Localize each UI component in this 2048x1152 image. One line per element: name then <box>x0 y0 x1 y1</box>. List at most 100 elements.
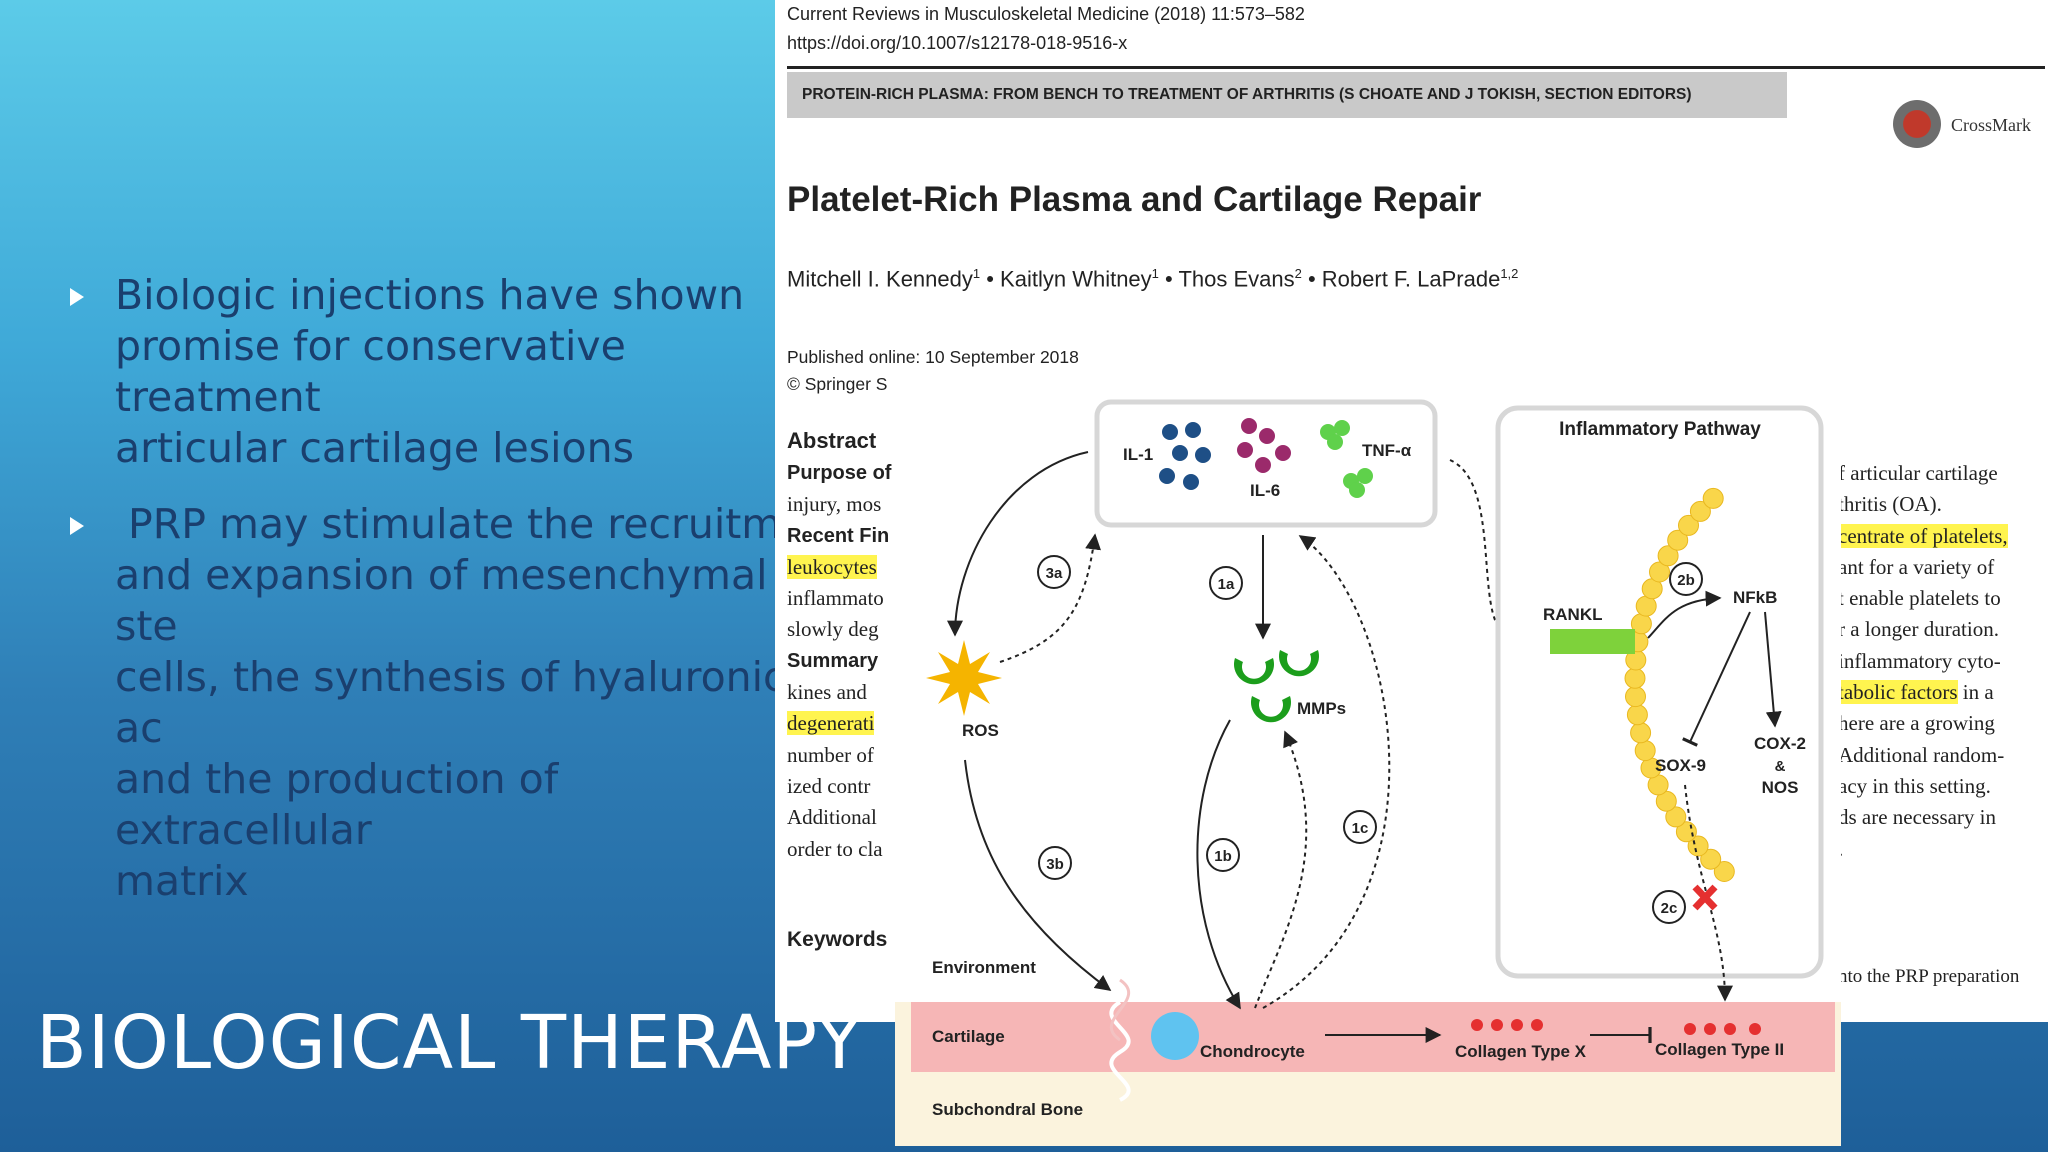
crossmark-icon <box>1893 100 1941 148</box>
abstract-line: Purpose of <box>787 458 891 489</box>
collagen-ii-label: Collagen Type II <box>1655 1040 1784 1059</box>
author-affiliation: 2 <box>1294 266 1302 281</box>
arrow-nfkb-inhibits-sox9 <box>1682 611 1751 747</box>
author-affiliation: 1 <box>1151 266 1159 281</box>
abstract-line: order to cla <box>787 834 891 865</box>
membrane-bead <box>1657 545 1679 567</box>
tnf-molecule-icon <box>1320 420 1373 498</box>
abstract-line-text: ds are necessary in <box>1838 805 1997 830</box>
section-bar: PROTEIN-RICH PLASMA: FROM BENCH TO TREAT… <box>787 72 1787 118</box>
abstract-line: r a longer duration. <box>1838 614 2038 645</box>
author-name: Kaitlyn Whitney <box>1000 266 1152 292</box>
abstract-line-text: inflammatory cyto- <box>1838 648 2001 673</box>
journal-line: Current Reviews in Musculoskeletal Medic… <box>787 4 1305 24</box>
cell-membrane <box>1624 487 1735 882</box>
abstract-line: t enable platelets to <box>1838 583 2038 614</box>
ros-burst-icon <box>926 640 1002 716</box>
arrow-1b <box>1196 719 1241 1010</box>
abstract-line-text: here are a growing <box>1838 711 1995 736</box>
membrane-bead <box>1626 704 1648 726</box>
abstract-line: injury, mos <box>787 489 891 520</box>
bullet-line: promise for conservative treatment <box>115 322 626 421</box>
step-2c-badge: 2c <box>1652 890 1686 924</box>
step-3b-badge: 3b <box>1038 846 1072 880</box>
membrane-bead <box>1624 667 1646 689</box>
membrane-bead <box>1625 686 1646 708</box>
author-separator: • <box>980 266 1001 292</box>
bullet-arrow-icon <box>70 288 84 306</box>
il6-molecule-icon <box>1237 418 1291 473</box>
block-x-icon <box>1692 884 1718 911</box>
il1-molecule-icon <box>1159 422 1211 490</box>
abstract-line: thritis (OA). <box>1838 489 2038 520</box>
abstract-line: f articular cartilage <box>1838 458 2038 489</box>
step-3a-badge: 3a <box>1037 555 1071 589</box>
arrow-rankl-to-nfkb <box>1647 590 1722 639</box>
rankl-receptor-icon <box>1550 629 1635 654</box>
abstract-line-text: Purpose of <box>787 462 892 484</box>
bullet-line: cells, the synthesis of hyaluronic ac <box>115 653 786 752</box>
abstract-line-text: Additional <box>787 805 877 830</box>
tnf-label: TNF-α <box>1362 441 1412 460</box>
abstract-line: inflammatory cyto- <box>1838 646 2038 677</box>
abstract-line-text: order to cla <box>787 836 883 861</box>
abstract-line-text: Summary <box>787 649 879 672</box>
il1-label: IL-1 <box>1123 445 1153 464</box>
membrane-bead <box>1649 561 1670 583</box>
slide-bullet: Biologic injections have shown promise f… <box>70 270 790 474</box>
svg-text:3b: 3b <box>1046 856 1064 873</box>
mmps-label: MMPs <box>1297 699 1346 718</box>
abstract-line-text: r a longer duration. <box>1838 617 1999 642</box>
crossmark-label: CrossMark <box>1951 115 2031 135</box>
membrane-bead <box>1713 861 1735 882</box>
abstract-line-text: f articular cartilage <box>1838 461 1998 485</box>
il6-label: IL-6 <box>1250 481 1280 500</box>
author-name: Robert F. LaPrade <box>1321 266 1501 292</box>
bullet-line: Biologic injections have shown <box>115 271 745 319</box>
abstract-heading: Abstract <box>787 428 877 453</box>
right-footer-text: nto the PRP preparation <box>1838 966 2020 987</box>
abstract-line: . <box>1838 834 2038 865</box>
collagen-fiber-icon <box>1110 978 1130 1042</box>
abstract-line-text: kines and <box>787 680 867 705</box>
membrane-bead <box>1678 514 1699 536</box>
abstract-line: Additional <box>787 802 891 833</box>
arrow-3b <box>964 759 1112 991</box>
abstract-line: here are a growing <box>1838 708 2038 739</box>
abstract-line-text: degenerati <box>787 711 875 736</box>
svg-text:2c: 2c <box>1661 900 1678 917</box>
abstract-line-text: Recent Fin <box>787 524 890 547</box>
abstract-line-text: number of <box>787 742 874 767</box>
bullet-line: and the production of extracellular <box>115 755 559 854</box>
bullet-line: PRP may stimulate the recruitment <box>115 500 849 548</box>
svg-text:1b: 1b <box>1214 848 1232 865</box>
svg-text:1c: 1c <box>1352 820 1369 837</box>
collagen-x-dots <box>1471 1019 1543 1031</box>
arrow-3a-solid <box>947 451 1089 637</box>
abstract-line: Recent Fin <box>787 521 891 552</box>
membrane-bead <box>1667 529 1689 551</box>
membrane-bead <box>1665 806 1687 828</box>
abstract-line: ds are necessary in <box>1838 802 2038 833</box>
environment-label: Environment <box>932 958 1036 977</box>
step-1c-badge: 1c <box>1343 810 1377 844</box>
bullet-line: and expansion of mesenchymal ste <box>115 551 768 650</box>
paper-title: Platelet-Rich Plasma and Cartilage Repai… <box>787 180 1482 219</box>
abstract-line: degenerati <box>787 708 891 739</box>
abstract-line: Summary <box>787 646 891 677</box>
abstract-line: leukocytes <box>787 552 891 583</box>
doi-line: https://doi.org/10.1007/s12178-018-9516-… <box>787 33 1128 53</box>
abstract-line: ant for a variety of <box>1838 552 2038 583</box>
inflammatory-pathway-box <box>1495 405 1824 979</box>
header-rule <box>787 66 2045 69</box>
bullet-line: articular cartilage lesions <box>115 424 634 472</box>
svg-text:3a: 3a <box>1046 565 1063 582</box>
collagen-ii-dots <box>1684 1023 1761 1035</box>
mmps-icon <box>1234 650 1319 723</box>
cartilage-layer <box>911 1002 1835 1072</box>
publication-info: Published online: 10 September 2018 © Sp… <box>787 344 1079 398</box>
membrane-bead <box>1630 722 1652 744</box>
author-affiliation: 1,2 <box>1500 266 1519 281</box>
step-2b-badge: 2b <box>1669 562 1703 596</box>
